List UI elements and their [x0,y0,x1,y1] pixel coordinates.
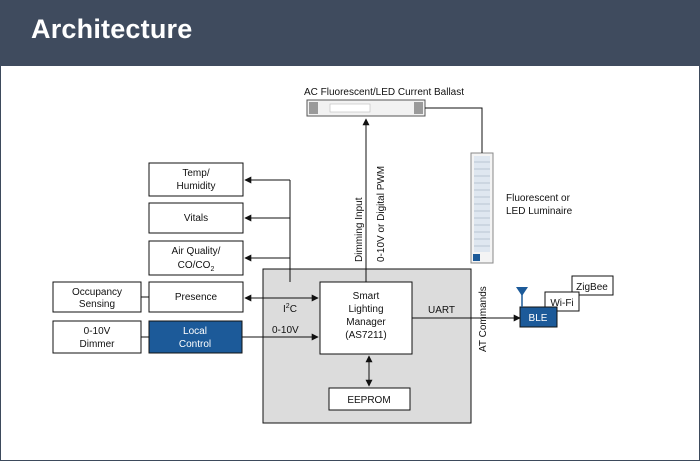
dimming-type-label: 0-10V or Digital PWM [376,166,387,262]
local-control-block [148,320,243,354]
air-quality-line2: CO/CO2 [178,260,215,273]
air-quality-line1: Air Quality/ [172,246,221,257]
manager-line1: Smart [353,291,380,302]
ballast [306,99,426,117]
temp-humidity-line1: Temp/ [182,168,209,179]
occupancy-line2: Sensing [79,299,115,310]
wifi-label: Wi-Fi [550,298,573,309]
lighting-manager-block [319,281,413,355]
dimmer-block [52,320,142,354]
presence-label: Presence [175,292,218,303]
at-commands-label: AT Commands [478,286,489,352]
eeprom-block [328,387,411,411]
occupancy-block [52,281,142,313]
i2c-sup: 2 [286,303,290,310]
manager-line4: (AS7211) [345,330,387,341]
ballast-to-luminaire-line [425,107,483,153]
air-quality-block [148,240,244,276]
dimmer-line1: 0-10V [84,326,111,337]
manager-line3: Manager [346,317,386,328]
zero-ten-v-label: 0-10V [272,325,299,336]
air-quality-subscript: 2 [210,266,214,273]
luminaire-label-line2: LED Luminaire [506,206,573,217]
slide-header: Architecture [0,0,700,66]
air-quality-co-text: CO/CO [178,260,211,271]
i2c-label: I2C [283,303,297,315]
local-control-line1: Local [183,326,207,337]
ble-label: BLE [529,313,548,324]
uart-label: UART [428,305,455,316]
slide-title: Architecture [31,14,193,44]
luminaire-label-line1: Fluorescent or [506,193,571,204]
i2c-c: C [290,304,297,315]
dimming-input-label: Dimming Input [354,197,365,262]
eeprom-label: EEPROM [347,395,390,406]
local-control-line2: Control [179,339,211,350]
occupancy-line1: Occupancy [72,287,122,298]
manager-line2: Lighting [348,304,383,315]
vitals-label: Vitals [184,213,208,224]
ble-block [519,306,558,328]
wifi-block [544,291,580,312]
i2c-i: I [283,304,286,315]
temp-humidity-line2: Humidity [177,181,216,192]
zigbee-block [571,275,614,296]
vitals-block [148,202,244,234]
luminaire-segments [474,161,490,247]
temp-humidity-block [148,162,244,197]
zigbee-label: ZigBee [576,282,608,293]
dimmer-line2: Dimmer [80,339,116,350]
ballast-label: AC Fluorescent/LED Current Ballast [304,87,464,98]
antenna-icon [516,287,528,307]
